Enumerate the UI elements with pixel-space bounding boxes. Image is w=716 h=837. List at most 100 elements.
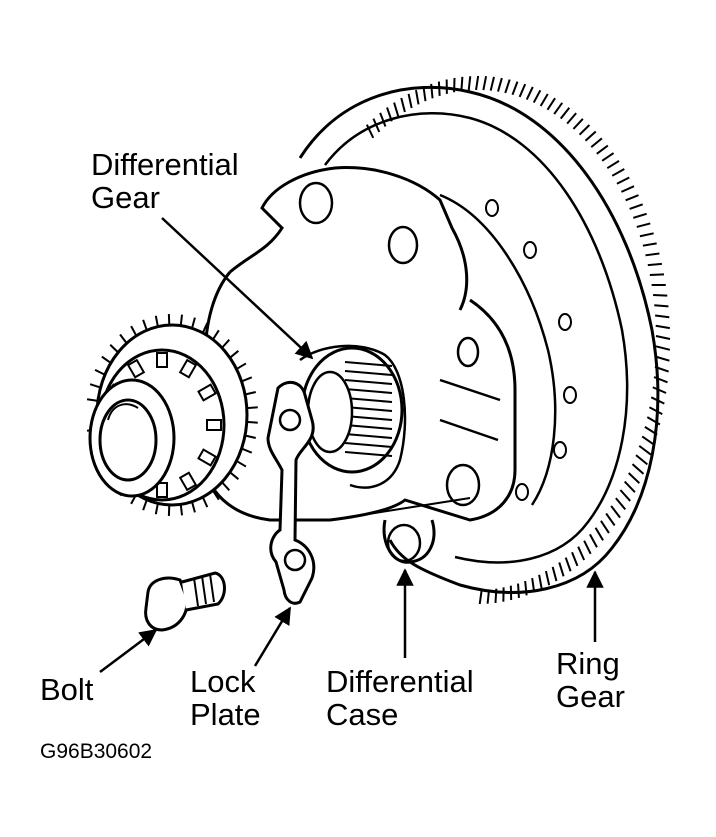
side-gear-tooth <box>142 499 148 511</box>
ring-gear-tooth <box>594 527 604 541</box>
ring-gear-bolt-hole <box>558 313 572 331</box>
ring-gear-tooth <box>655 314 670 319</box>
ring-gear-bolt-hole <box>523 241 537 259</box>
label-differential-gear: Differential Gear <box>91 148 239 214</box>
bolt-threads <box>193 573 215 607</box>
side-gear-tooth <box>201 496 209 508</box>
ring-gear-tooth <box>645 252 660 257</box>
ring-gear-tooth <box>655 355 670 362</box>
side-gear-tooth <box>154 503 159 515</box>
ring-gear-bolt-hole <box>563 386 577 404</box>
ring-gear-tooth <box>544 570 551 586</box>
pinion-tooth <box>344 361 393 367</box>
pinion-tooth <box>344 388 393 394</box>
ring-gear-tooth <box>532 89 542 104</box>
bearing-roller <box>178 471 198 492</box>
side-gear-assembly <box>86 314 258 516</box>
ring-gear-tooth <box>647 262 662 267</box>
label-differential-case: Differential Case <box>326 665 474 731</box>
bearing-roller <box>178 358 198 379</box>
side-gear-tooth <box>241 447 253 454</box>
ring-gear-bolt-hole <box>515 483 529 501</box>
pinion-tooth <box>344 433 393 439</box>
ring-gear-tooth <box>655 345 671 351</box>
ring-gear-tooth <box>572 118 584 130</box>
leader-lock-plate <box>253 606 292 667</box>
case-lower-ear <box>382 519 436 564</box>
side-gear-tooth <box>179 504 184 516</box>
pinion-tooth <box>344 370 393 376</box>
side-gear-tooth <box>244 391 256 396</box>
ring-gear-tooth <box>497 77 503 92</box>
case-ear-hole-5 <box>386 523 422 563</box>
lock-plate-outline <box>266 380 316 605</box>
ring-gear-tooth <box>407 93 413 109</box>
ring-gear-bolt-hole <box>553 441 567 459</box>
side-gear-tooth <box>154 315 159 327</box>
label-ring-gear-line1: Ring <box>556 646 620 681</box>
case-window <box>299 344 407 489</box>
label-bolt: Bolt <box>40 672 94 707</box>
ring-gear-tooth <box>393 102 400 117</box>
ring-gear-tooth <box>558 562 565 577</box>
pinion-tooth <box>344 442 393 448</box>
pinion-tooth <box>344 397 393 403</box>
lock-plate <box>266 380 316 605</box>
ring-gear-tooth <box>629 203 644 210</box>
ring-gear-tooth <box>610 505 621 519</box>
ring-gear-tooth <box>489 76 495 91</box>
label-lock-plate-line2: Plate <box>190 697 261 732</box>
case-ear-hole-1 <box>298 181 334 225</box>
bearing-roller <box>206 419 222 431</box>
label-lock-plate-line1: Lock <box>190 664 256 699</box>
ring-gear-tooth <box>379 112 387 127</box>
side-gear-tooth <box>235 460 247 468</box>
ring-gear-tooth <box>564 557 572 572</box>
label-differential-case-line1: Differential <box>326 664 474 699</box>
ring-gear-tooth <box>635 454 648 466</box>
ring-gear-tooth <box>625 194 639 202</box>
case-upper-flange <box>229 166 469 311</box>
ring-gear-tooth <box>648 406 663 415</box>
ring-gear-tooth <box>620 185 635 193</box>
ring-gear-tooth <box>577 546 586 561</box>
side-gear-tooth <box>142 319 148 331</box>
ring-gear-tooth <box>611 168 625 177</box>
ring-gear-tooth <box>475 75 480 91</box>
ring-gear-tooth <box>365 124 375 139</box>
ring-gear-tooth <box>518 83 527 98</box>
ring-gear-bolt-hole <box>485 199 499 217</box>
ring-gear-tooth <box>652 386 667 394</box>
side-gear-tooth <box>201 322 209 334</box>
ring-gear-tooth <box>605 512 616 527</box>
lock-plate-hole-top <box>278 408 302 432</box>
pinion-tooth <box>344 379 393 385</box>
ring-gear-tooth <box>642 242 657 247</box>
ring-gear-tooth <box>655 324 670 330</box>
side-gear-tooth <box>241 376 253 383</box>
bearing-roller <box>197 448 217 467</box>
bolt-part <box>144 571 226 632</box>
leader-bolt <box>99 628 158 673</box>
ring-gear-tooth <box>606 160 620 170</box>
label-differential-case-line2: Case <box>326 697 399 732</box>
ring-gear-tooth <box>600 520 610 534</box>
ring-gear-tooth <box>616 176 630 185</box>
ring-gear-tooth <box>589 533 598 548</box>
ring-gear-tooth <box>559 107 571 120</box>
ring-gear-tooth <box>619 489 631 502</box>
ring-gear-tooth <box>639 232 654 238</box>
case-ear-hole-2 <box>387 225 419 265</box>
ring-gear-tooth <box>654 304 669 308</box>
ring-gear-tooth <box>467 76 472 91</box>
side-gear-tooth <box>130 325 138 337</box>
ring-gear-tooth <box>596 144 609 155</box>
side-gear-tooth <box>86 398 99 402</box>
ring-gear-tooth <box>631 463 645 475</box>
ring-gear-tooth <box>601 152 615 162</box>
label-ring-gear-line2: Gear <box>556 679 625 714</box>
side-gear-tooth <box>109 344 119 354</box>
ring-gear-tooth <box>571 551 579 567</box>
